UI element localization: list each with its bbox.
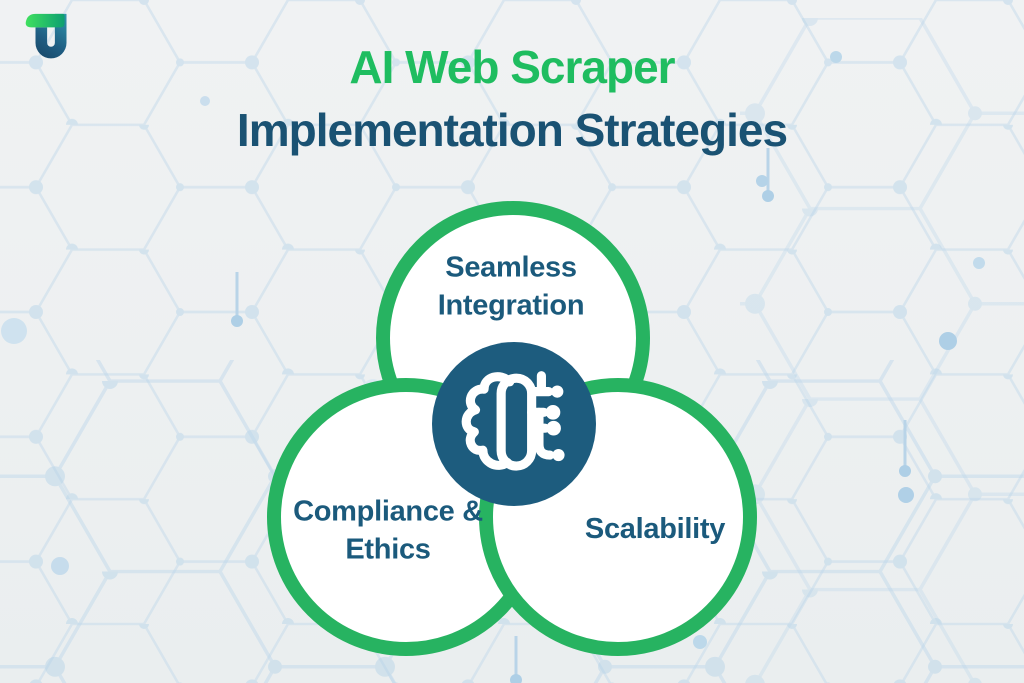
hex-pattern-right-layer xyxy=(740,18,1024,683)
circle-label-scalability: Scalability xyxy=(584,512,726,545)
page-title: AI Web Scraper Implementation Strategies xyxy=(0,36,1024,161)
circuit-top-branch xyxy=(527,371,554,397)
title-line-1: AI Web Scraper xyxy=(349,41,675,93)
circuit-node-dots xyxy=(545,385,565,462)
brand-logo xyxy=(25,13,67,59)
brain-capsule-shape xyxy=(496,373,537,471)
circuit-spine xyxy=(534,407,555,460)
center-hub-circle xyxy=(432,342,596,506)
brain-circuit-icon xyxy=(461,371,565,471)
brain-lobes-shape xyxy=(461,372,515,470)
molecule-connector-lines xyxy=(231,148,911,683)
accent-dots xyxy=(1,51,985,649)
circle-label-seamless-integration: Seamless Integration xyxy=(437,251,585,322)
title-line-2: Implementation Strategies xyxy=(236,103,788,156)
circle-label-compliance-ethics: Compliance & Ethics xyxy=(293,495,483,566)
tu-logo-t-bar xyxy=(25,13,65,28)
